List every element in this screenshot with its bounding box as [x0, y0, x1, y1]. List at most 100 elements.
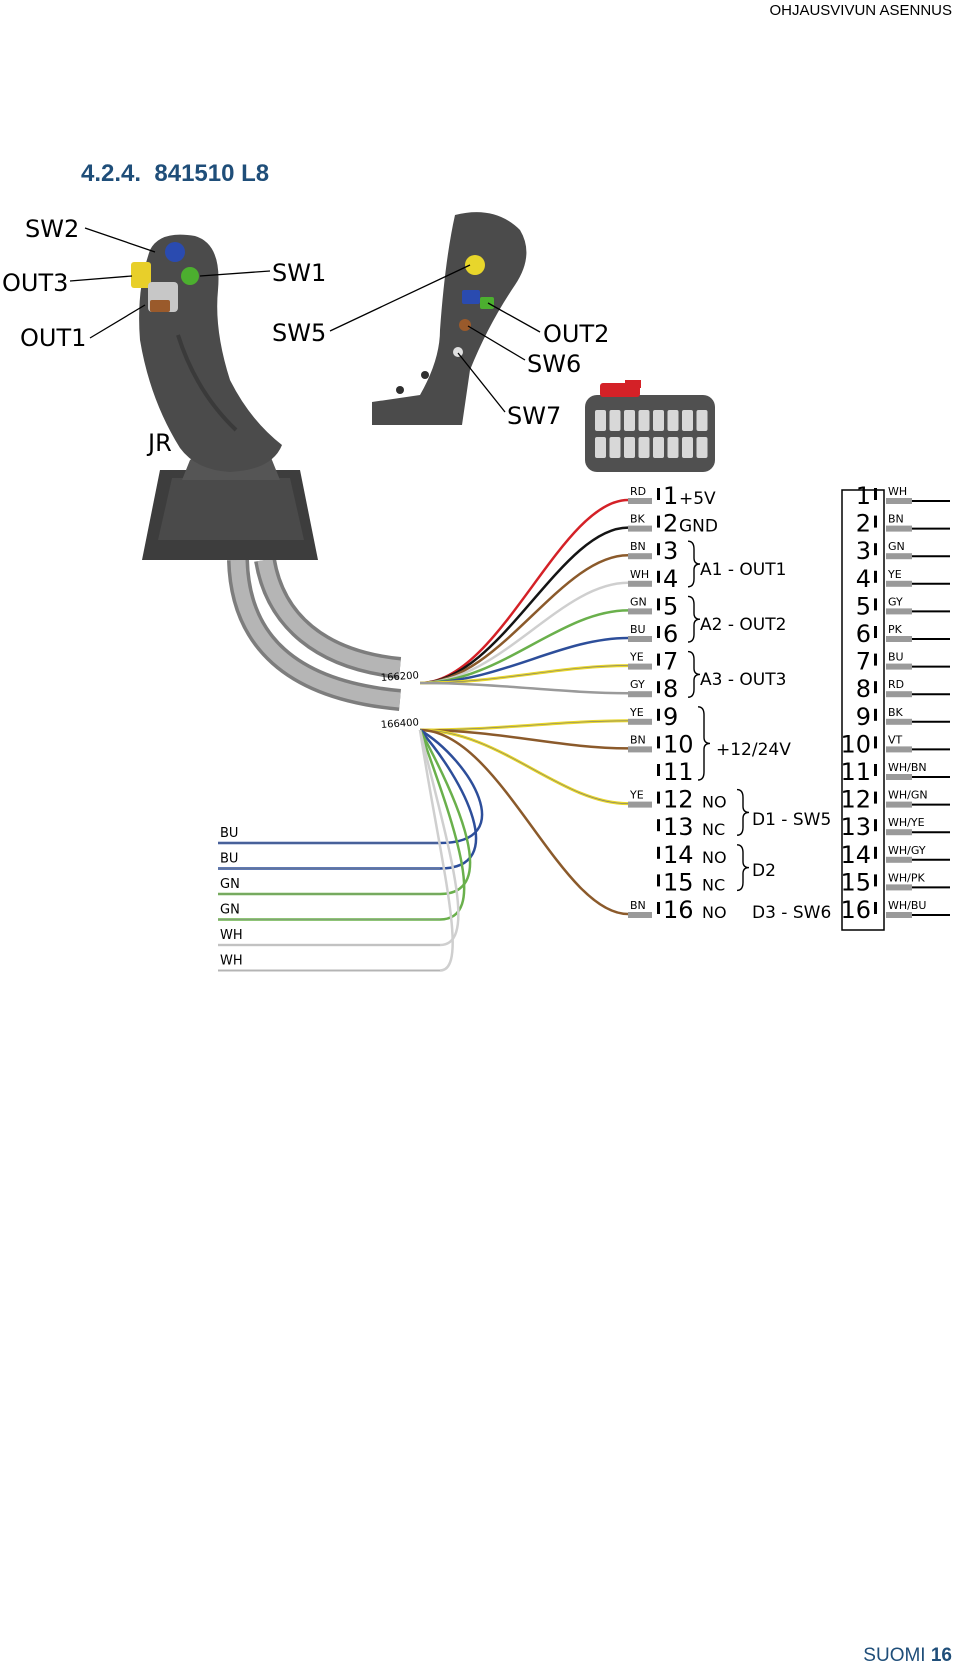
connector-pin-number: 11 — [840, 758, 871, 786]
connector-pin-number: 4 — [856, 565, 871, 593]
wire-color-label: BN — [630, 733, 646, 746]
group-power-label: +12/24V — [716, 740, 791, 760]
connector-wire-label: WH/GY — [888, 844, 926, 857]
page-number: 16 — [930, 1645, 952, 1666]
connector-wire-label: YE — [887, 568, 902, 581]
connector-wire-label: WH/BU — [888, 899, 926, 912]
connector-wire-label: BU — [888, 651, 904, 664]
group-a2-label: A2 - OUT2 — [700, 615, 786, 635]
pin-label: GND — [679, 517, 718, 537]
connector-pin-number: 3 — [856, 537, 871, 565]
connector-wire-label: GY — [888, 595, 903, 608]
loose-wire-label: WH — [220, 954, 243, 969]
footer-language: SUOMI — [863, 1645, 926, 1666]
connector-pin-number: 8 — [856, 675, 871, 703]
section-title: 841510 L8 — [154, 160, 270, 187]
pin-label: NO — [702, 903, 727, 922]
connector-pin-number: 14 — [840, 841, 871, 869]
sw1-button-icon — [181, 267, 199, 285]
joystick-side-view — [372, 212, 527, 425]
connector-wire-label: WH — [888, 485, 907, 498]
connector-pin-number: 7 — [856, 648, 871, 676]
joystick-jr — [131, 234, 402, 711]
callout-out1: OUT1 — [20, 324, 86, 352]
pin-label: NO — [702, 793, 727, 812]
loose-wire-label: BU — [220, 826, 238, 841]
group-a3-label: A3 - OUT3 — [700, 670, 786, 690]
sw7-button-icon — [453, 347, 463, 357]
group-d3-label: D3 - SW6 — [752, 903, 831, 923]
wire-color-label: YE — [629, 789, 644, 802]
connector-wire-label: RD — [888, 678, 904, 691]
wire-pin-1 — [419, 498, 629, 685]
callout-sw6: SW6 — [527, 350, 581, 378]
out3-roller-icon — [131, 262, 151, 288]
wire-color-label: RD — [630, 485, 646, 498]
connector-pin-number: 2 — [856, 510, 871, 538]
loose-wire-label: WH — [220, 928, 243, 943]
callout-sw1: SW1 — [272, 259, 326, 287]
pin-number: 1 — [663, 482, 678, 510]
connector-pin-number: 5 — [856, 592, 871, 620]
wire-pin-10 — [419, 728, 629, 750]
loose-wire — [218, 729, 466, 921]
connector-wire-label: WH/GN — [888, 789, 928, 802]
callout-sw7: SW7 — [507, 402, 561, 430]
pin-number: 13 — [663, 813, 694, 841]
section-number: 4.2.4. — [81, 160, 142, 187]
wire-color-label: BN — [630, 899, 646, 912]
callout-out3: OUT3 — [2, 269, 68, 297]
wire-pin-16 — [419, 728, 629, 916]
sw5-button-icon — [465, 255, 485, 275]
group-d1-label: D1 - SW5 — [752, 810, 831, 830]
pin-label: NC — [702, 875, 725, 894]
pin-label: NC — [702, 820, 725, 839]
wire-harness — [218, 498, 629, 972]
pin-number: 14 — [663, 841, 694, 869]
connector-pin-number: 6 — [856, 620, 871, 648]
cable-label-lower: 166400 — [380, 717, 419, 731]
wire-color-label: BN — [630, 540, 646, 553]
loose-wire-label: GN — [220, 877, 240, 892]
wire-color-label: GY — [630, 678, 645, 691]
connector-16-pin — [585, 380, 715, 472]
connector-wire-label: WH/YE — [888, 816, 925, 829]
pin-number: 16 — [663, 896, 694, 924]
pin-number: 4 — [663, 565, 678, 593]
pin-number: 10 — [663, 730, 694, 758]
connector-wire-label: WH/PK — [888, 871, 925, 884]
loose-wire-label: GN — [220, 903, 240, 918]
wire-color-label: BK — [630, 513, 646, 526]
callout-jr: JR — [146, 429, 172, 457]
loose-wire-label: BU — [220, 852, 238, 867]
connector-wire-label: BN — [888, 513, 904, 526]
wire-pin-3 — [419, 553, 629, 685]
pin-number: 15 — [663, 868, 694, 896]
connector-pin-number: 15 — [840, 868, 871, 896]
loose-wire — [218, 729, 460, 947]
callout-out2: OUT2 — [543, 320, 609, 348]
wire-pin-8 — [419, 681, 629, 695]
pin-number: 8 — [663, 675, 678, 703]
connector-wire-label: WH/BN — [888, 761, 927, 774]
wire-color-label: WH — [630, 568, 649, 581]
callout-sw5: SW5 — [272, 319, 326, 347]
wire-color-label: YE — [629, 706, 644, 719]
connector-pin-number: 12 — [840, 786, 871, 814]
pin-label: +5V — [679, 489, 716, 509]
group-a1-label: A1 - OUT1 — [700, 560, 786, 580]
section-heading: 4.2.4. 841510 L8 — [81, 160, 269, 188]
pin-number: 7 — [663, 648, 678, 676]
sw6-button-icon — [459, 319, 471, 331]
pin-number: 3 — [663, 537, 678, 565]
pin-number: 6 — [663, 620, 678, 648]
cable-label-upper: 166200 — [380, 670, 419, 684]
connector-pin-number: 13 — [840, 813, 871, 841]
wire-color-label: BU — [630, 623, 646, 636]
pin-label: NO — [702, 848, 727, 867]
connector-pin-number: 10 — [840, 730, 871, 758]
connector-wire-label: BK — [888, 706, 904, 719]
